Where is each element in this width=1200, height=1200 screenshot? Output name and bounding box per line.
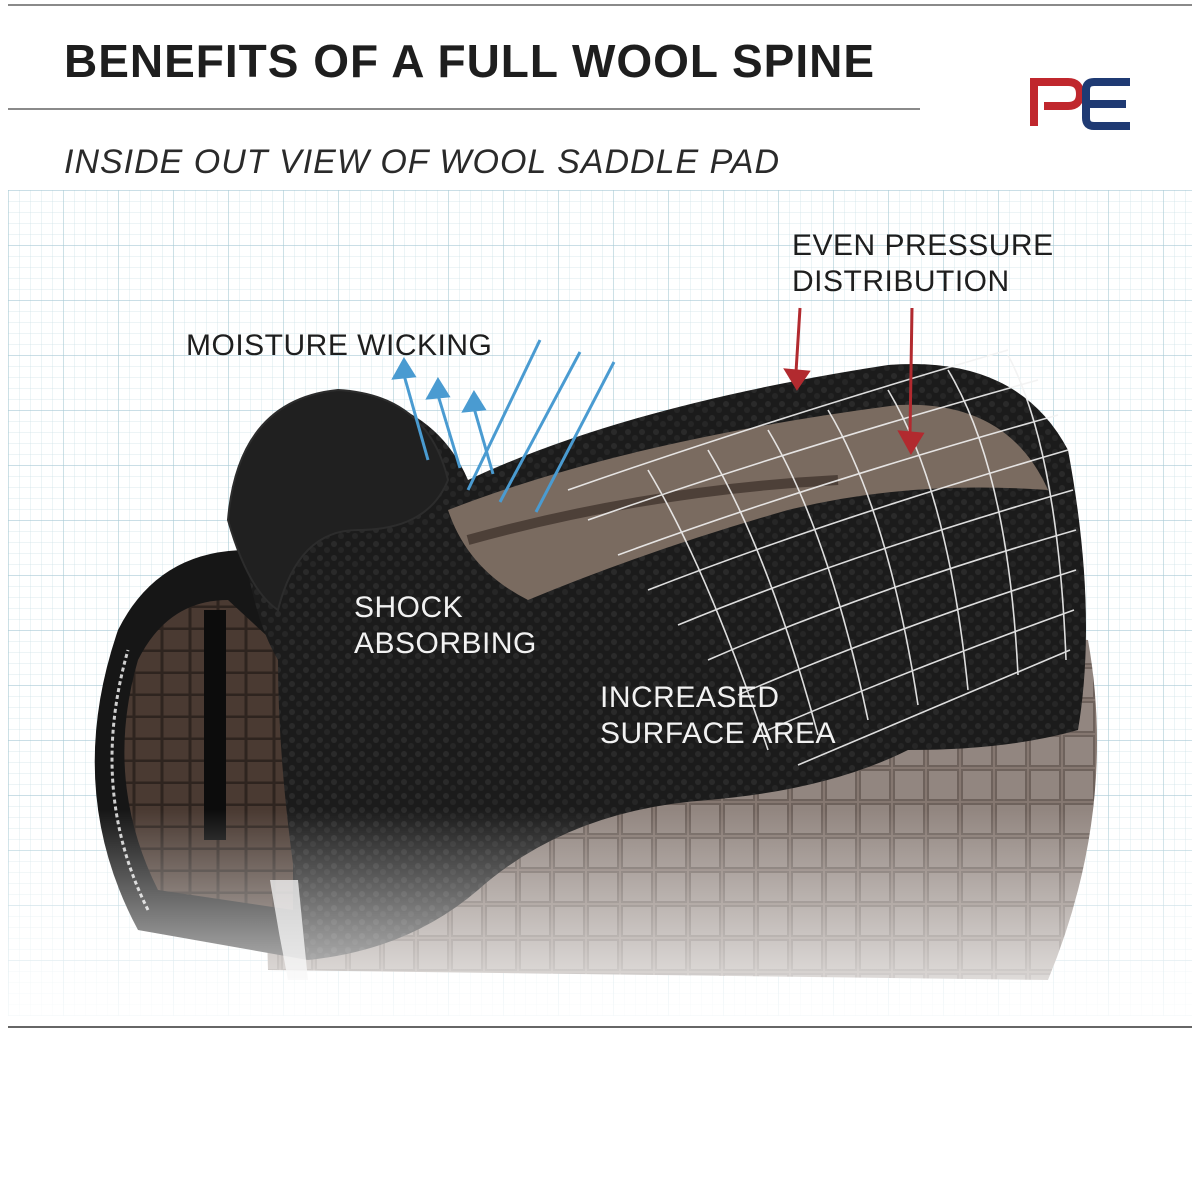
- bottom-fade: [8, 190, 1192, 1016]
- bottom-rule: [8, 1026, 1192, 1028]
- pe-logo: PE: [1030, 78, 1130, 130]
- page-subtitle: INSIDE OUT VIEW OF WOOL SADDLE PAD: [64, 143, 781, 181]
- label-moisture-wicking: MOISTURE WICKING: [186, 329, 493, 362]
- label-increased-surface-area: INCREASED SURFACE AREA: [600, 681, 837, 750]
- page-title: BENEFITS OF A FULL WOOL SPINE: [64, 35, 876, 87]
- label-even-pressure: EVEN PRESSURE DISTRIBUTION: [792, 229, 1054, 298]
- label-shock-absorbing: SHOCK ABSORBING: [354, 591, 537, 660]
- top-rule: [8, 4, 1192, 6]
- saddle-pad-illustration: [8, 190, 1192, 1016]
- title-underline: [8, 108, 920, 110]
